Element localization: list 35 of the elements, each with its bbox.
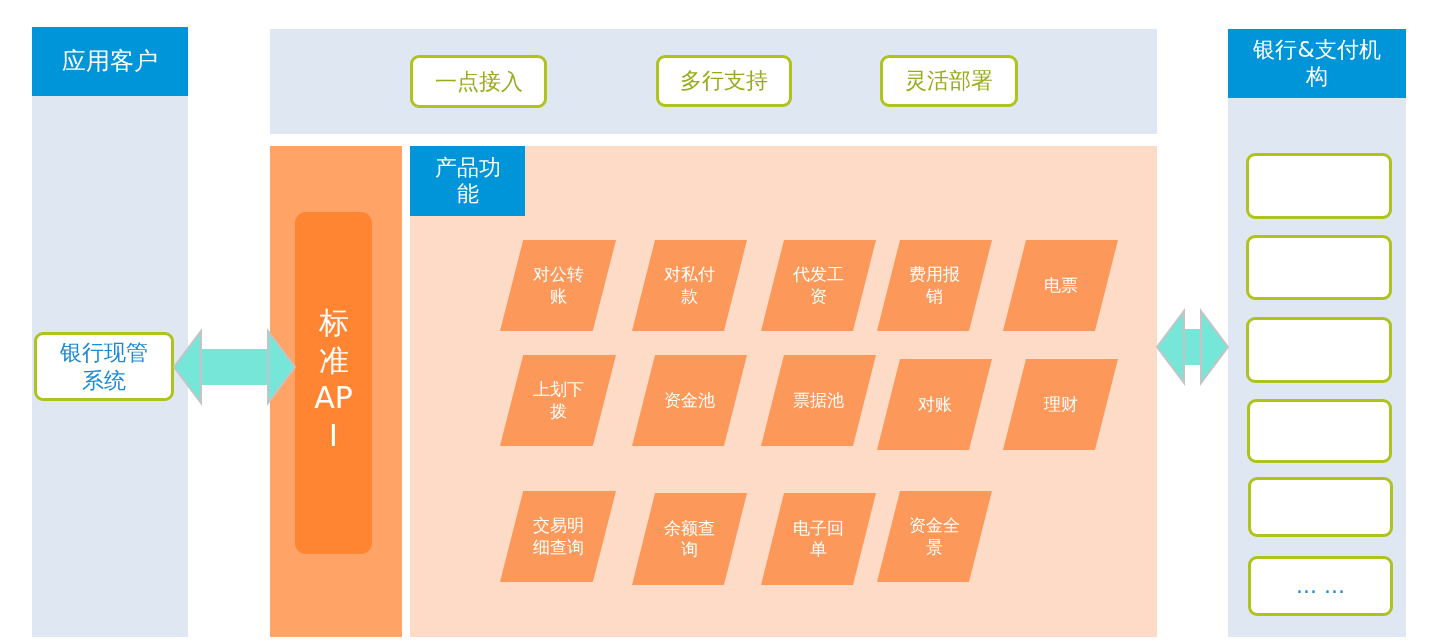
institution-box: ... ... bbox=[1248, 556, 1393, 616]
function-parallelogram: 对公转账 bbox=[500, 240, 616, 331]
function-parallelogram: 交易明细查询 bbox=[500, 491, 616, 582]
panel-header: 产品功能 bbox=[410, 146, 525, 216]
function-parallelogram: 资金池 bbox=[632, 355, 747, 446]
panel-header: 银行&支付机构 bbox=[1228, 29, 1406, 98]
institution-box bbox=[1246, 235, 1392, 300]
function-parallelogram: 代发工资 bbox=[761, 240, 876, 331]
institution-box bbox=[1247, 399, 1392, 463]
institution-box bbox=[1248, 477, 1393, 537]
panel-header: 应用客户 bbox=[32, 27, 188, 96]
feature-box: 一点接入 bbox=[410, 55, 547, 108]
function-parallelogram: 对账 bbox=[877, 359, 992, 450]
column-panel bbox=[32, 27, 188, 637]
function-parallelogram: 电子回单 bbox=[761, 493, 876, 585]
function-parallelogram: 资金全景 bbox=[877, 491, 992, 582]
function-parallelogram: 理财 bbox=[1003, 359, 1118, 450]
api-column bbox=[270, 146, 402, 637]
system-box: 银行现管系统 bbox=[34, 332, 174, 401]
function-parallelogram: 票据池 bbox=[761, 355, 876, 446]
column-panel bbox=[1228, 29, 1406, 637]
feature-box: 灵活部署 bbox=[880, 55, 1018, 107]
function-parallelogram: 上划下拨 bbox=[500, 355, 616, 446]
institution-box bbox=[1246, 153, 1392, 219]
function-parallelogram: 余额查询 bbox=[632, 493, 747, 585]
double-arrow bbox=[1156, 310, 1229, 384]
double-arrow bbox=[173, 330, 296, 404]
feature-box: 多行支持 bbox=[656, 55, 792, 107]
institution-box bbox=[1246, 317, 1392, 383]
product-panel bbox=[410, 146, 1157, 637]
function-parallelogram: 对私付款 bbox=[632, 240, 747, 331]
function-parallelogram: 电票 bbox=[1003, 240, 1118, 331]
api-box: 标准API bbox=[295, 212, 372, 554]
function-parallelogram: 费用报销 bbox=[877, 240, 992, 331]
feature-band bbox=[270, 29, 1157, 134]
